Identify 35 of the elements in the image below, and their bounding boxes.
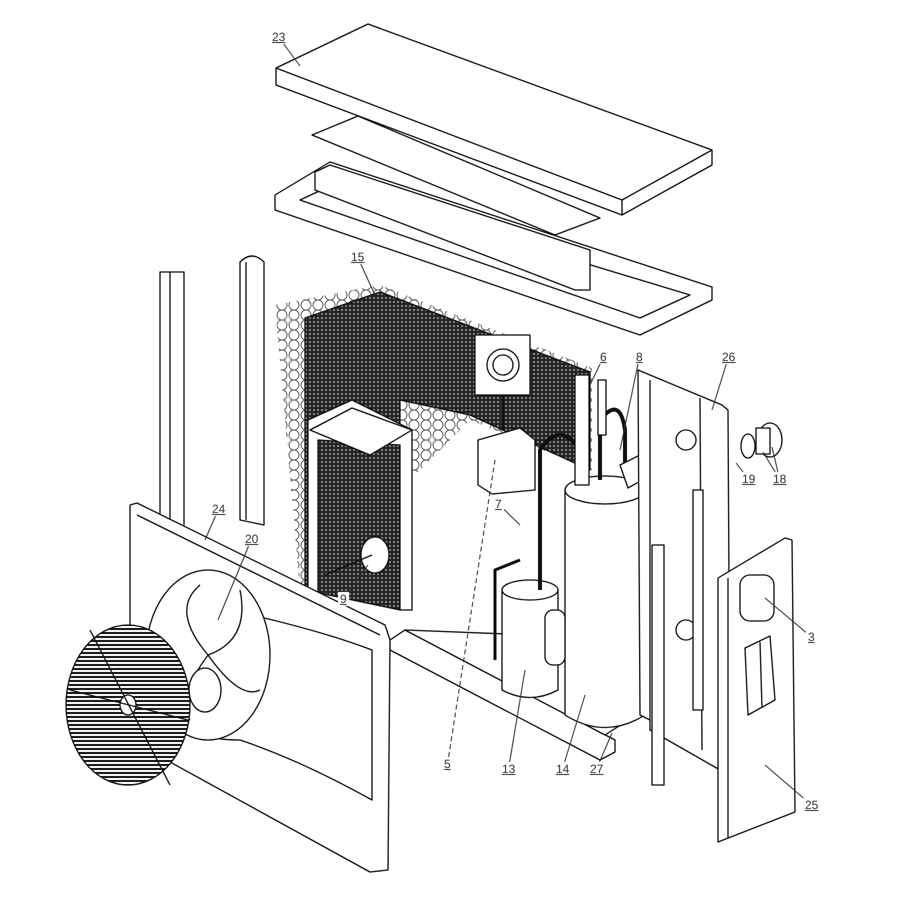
callout-number: 25 <box>803 798 820 812</box>
leader-line <box>204 516 216 540</box>
leader-line <box>772 446 778 472</box>
leader-line <box>764 598 806 633</box>
leader-line <box>564 694 586 762</box>
leader-line <box>283 44 300 66</box>
callout-number: 9 <box>338 592 349 606</box>
callout-number: 23 <box>270 30 288 44</box>
callout-number: 27 <box>588 762 606 776</box>
leader-line <box>620 364 639 450</box>
callout-number: 24 <box>210 502 228 516</box>
callout-number: 8 <box>634 350 645 364</box>
leader-line <box>590 364 601 386</box>
leader-line <box>348 564 368 592</box>
callout-number: 3 <box>806 630 817 644</box>
callout-number: 13 <box>500 762 518 776</box>
leader-line <box>599 732 612 762</box>
leader-line <box>764 764 804 798</box>
callout-number: 5 <box>442 757 453 771</box>
leader-line <box>360 264 376 296</box>
callout-number: 15 <box>349 250 366 264</box>
callout-number: 26 <box>720 350 738 364</box>
callout-number: 6 <box>598 350 609 364</box>
callout-number: 20 <box>243 532 260 546</box>
leader-line <box>218 546 250 620</box>
leader-line <box>448 460 496 758</box>
leader-line <box>504 508 520 526</box>
leader-line <box>736 462 744 472</box>
leader-line <box>762 452 776 472</box>
callout-number: 7 <box>493 497 504 511</box>
leader-line <box>509 670 526 762</box>
callout-number: 18 <box>771 472 788 486</box>
callout-number: 14 <box>554 762 572 776</box>
leader-line <box>712 364 727 410</box>
callout-number: 19 <box>740 472 758 486</box>
